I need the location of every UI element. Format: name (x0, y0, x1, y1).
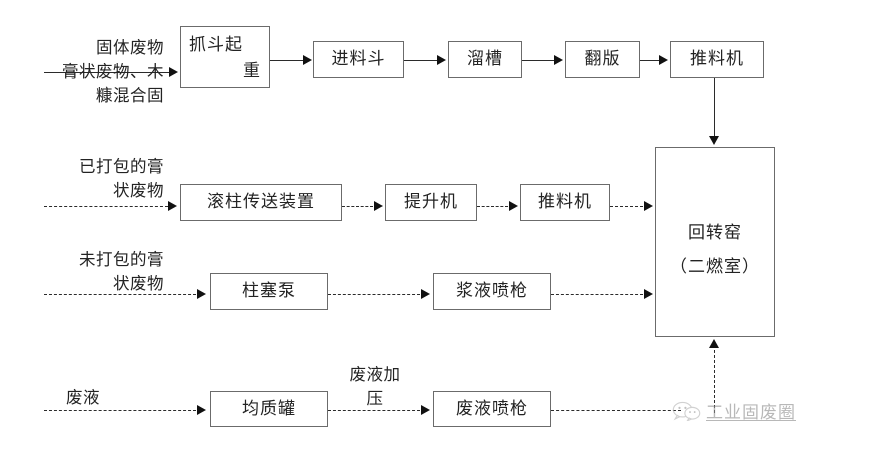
connector-slurry-lance-to-kiln (551, 294, 643, 295)
node-pusher-mid[interactable]: 推料机 (520, 184, 610, 221)
watermark: 工业固废圈 (672, 398, 796, 423)
node-feed-hopper[interactable]: 进料斗 (313, 41, 404, 78)
input-label-unpacked-paste: 未打包的膏 状废物 (79, 250, 164, 293)
input-label-packed-paste: 已打包的膏 状废物 (79, 157, 164, 200)
arrowhead-crane-to-hopper (303, 54, 312, 65)
arrowhead-flip-to-pusher (659, 54, 668, 65)
connector-tank-to-liquid-lance (328, 410, 420, 411)
connector-crane-to-hopper (270, 60, 304, 61)
arrowhead-tank-to-liquid-lance (421, 404, 430, 415)
node-roller-conveyor[interactable]: 滚柱传送装置 (180, 184, 342, 221)
kiln-line2: （二燃室） (670, 257, 760, 277)
arrowhead-roller-to-elevator (374, 200, 383, 211)
node-grab-crane[interactable]: 抓斗起 重 (180, 26, 270, 88)
node-slurry-lance[interactable]: 浆液喷枪 (433, 273, 551, 310)
connector-unpacked-input (44, 294, 196, 295)
watermark-text: 工业固废圈 (706, 403, 796, 423)
connector-pump-to-slurry-lance (328, 294, 420, 295)
arrowhead-waste-liquid-input (197, 404, 206, 415)
wechat-logo-icon (672, 401, 701, 421)
arrowhead-pusher-to-kiln (708, 136, 719, 145)
arrowhead-bottom-to-kiln (708, 339, 719, 348)
connector-bottom-to-kiln (714, 350, 715, 413)
kiln-line1: 回转窑 (688, 223, 742, 243)
node-rotary-kiln[interactable]: 回转窑 （二燃室） (655, 147, 775, 337)
connector-chute-to-flip (522, 60, 555, 61)
connector-solid-input (44, 72, 170, 73)
arrowhead-elevator-to-pusher (509, 200, 518, 211)
connector-roller-to-elevator (342, 206, 373, 207)
connector-flip-to-pusher (640, 60, 660, 61)
arrowhead-slurry-lance-to-kiln (644, 288, 653, 299)
connector-pusher-to-kiln (714, 78, 715, 136)
node-waste-liquid-lance[interactable]: 废液喷枪 (433, 391, 551, 427)
arrowhead-unpacked-input (197, 288, 206, 299)
node-grab-crane-line2: 重 (243, 60, 261, 81)
node-chute[interactable]: 溜槽 (448, 41, 522, 78)
arrowhead-packed-input (168, 200, 177, 211)
arrowhead-hopper-to-chute (437, 54, 446, 65)
arrowhead-chute-to-flip (554, 54, 563, 65)
arrowhead-pusher-to-kiln-mid (644, 200, 653, 211)
arrowhead-solid-input (169, 66, 178, 77)
input-label-solid-waste: 固体废物 膏状废物、木 糠混合固 (62, 38, 164, 105)
connector-packed-input (44, 206, 168, 207)
node-plunger-pump[interactable]: 柱塞泵 (210, 273, 328, 310)
input-label-waste-liquid: 废液 (66, 388, 100, 407)
connector-liquid-lance-to-kiln (551, 410, 681, 411)
node-homogenizing-tank[interactable]: 均质罐 (210, 391, 328, 427)
connector-hopper-to-chute (404, 60, 438, 61)
node-pusher-top[interactable]: 推料机 (670, 41, 764, 78)
node-grab-crane-line1: 抓斗起 (189, 35, 243, 55)
node-elevator[interactable]: 提升机 (385, 184, 477, 221)
connector-elevator-to-pusher (477, 206, 508, 207)
label-waste-liquid-pressurize: 废液加 压 (349, 365, 401, 408)
node-flip-plate[interactable]: 翻版 (565, 41, 640, 78)
connector-waste-liquid-input (44, 410, 196, 411)
arrowhead-pump-to-slurry-lance (421, 288, 430, 299)
connector-pusher-to-kiln-mid (610, 206, 643, 207)
